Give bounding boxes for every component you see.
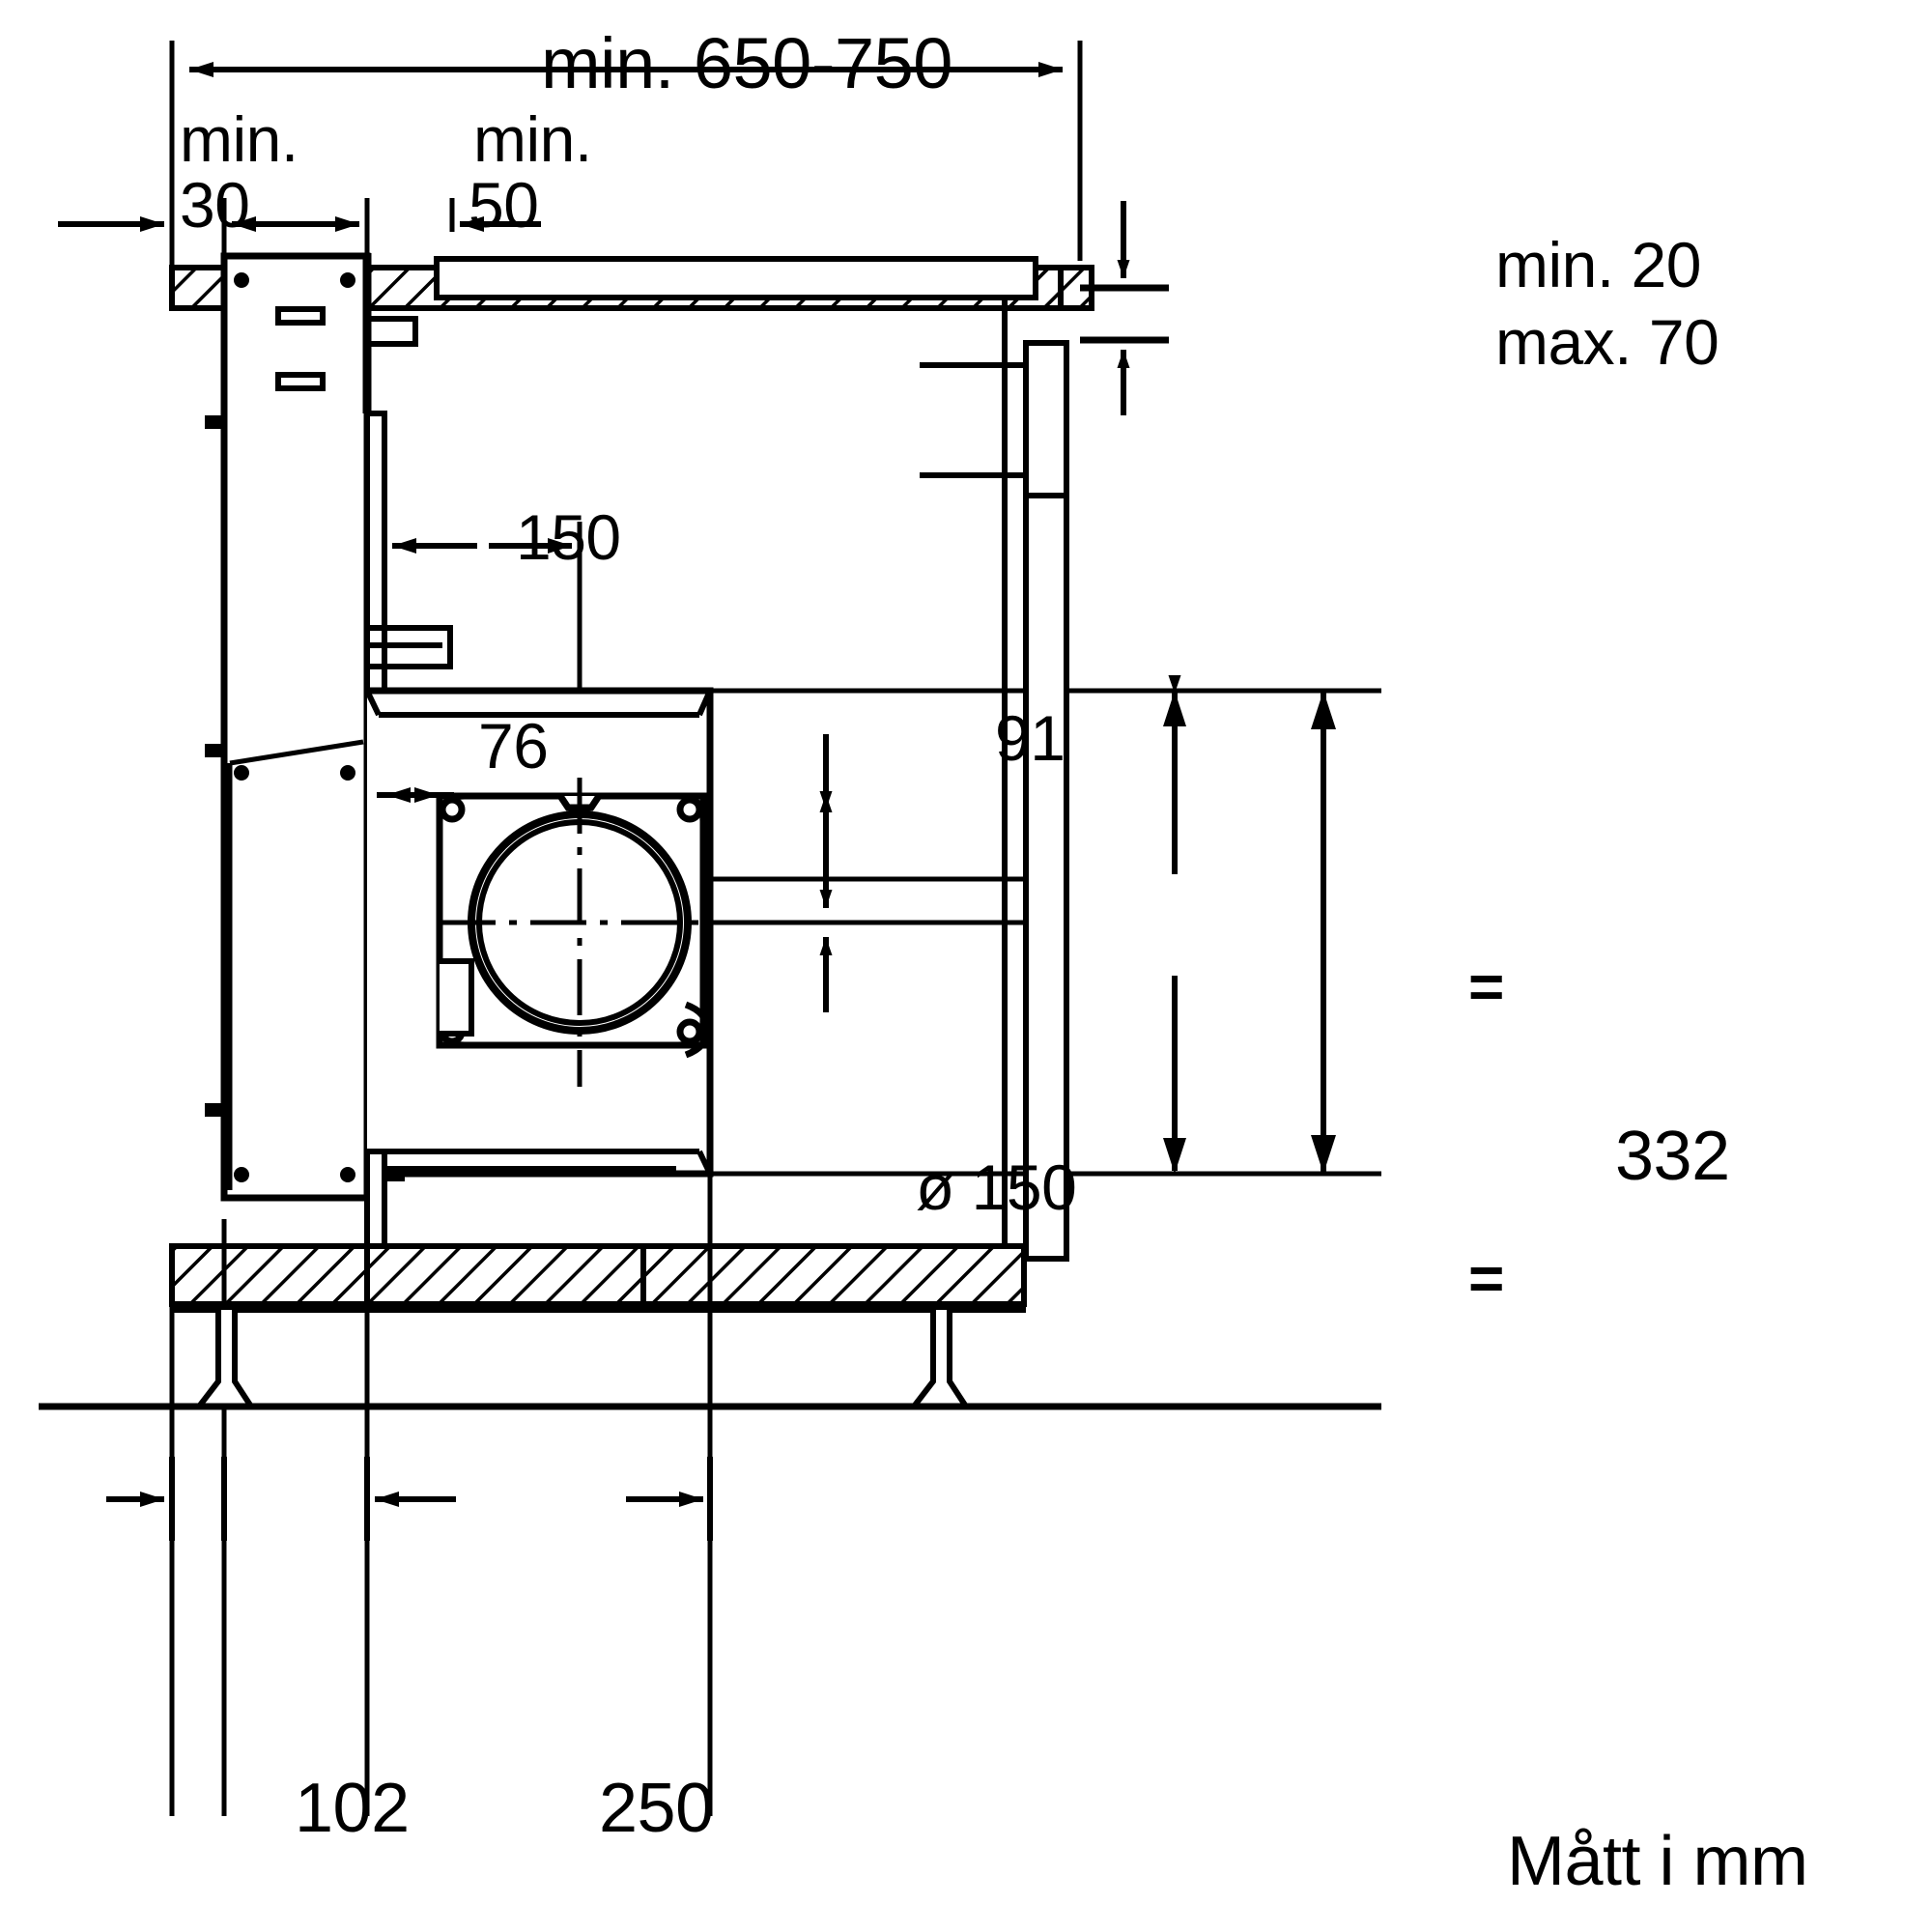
label-min-50-value: 50 xyxy=(469,169,539,241)
dimension-250 xyxy=(364,1457,713,1541)
dimension-ceiling-gap xyxy=(1080,201,1169,415)
label-332: 332 xyxy=(1615,1118,1730,1195)
label-duct-diameter: ø 150 xyxy=(916,1151,1077,1223)
hood-chimney-body xyxy=(205,252,371,1202)
label-76: 76 xyxy=(478,710,549,781)
hood-front-panel xyxy=(434,256,1038,300)
equal-marks-and-332 xyxy=(1163,675,1336,1174)
label-150: 150 xyxy=(516,501,621,573)
label-min-30-prefix: min. xyxy=(180,103,298,175)
dimension-102 xyxy=(106,1457,227,1541)
drawing-geometry xyxy=(39,41,1381,1816)
cabinet-plinth-legs xyxy=(39,1307,1381,1410)
duct-centre-lines xyxy=(440,778,723,1087)
label-top-span: min. 650-750 xyxy=(541,23,952,103)
hood-lower-duct xyxy=(364,1149,676,1249)
label-min-30-value: 30 xyxy=(180,169,250,241)
label-91: 91 xyxy=(995,702,1065,774)
label-ceiling-min-20: min. 20 xyxy=(1495,229,1701,300)
duct-inner-flap xyxy=(440,958,474,1037)
label-equal-bottom: = xyxy=(1468,1243,1504,1313)
base-worktop-slab xyxy=(169,1243,1027,1307)
label-ceiling-max-70: max. 70 xyxy=(1495,306,1719,378)
label-equal-top: = xyxy=(1468,952,1504,1021)
duct-stub xyxy=(367,625,453,669)
label-min-50-prefix: min. xyxy=(473,103,592,175)
hood-top-bracket xyxy=(364,316,418,347)
label-250: 250 xyxy=(599,1770,714,1847)
cabinet-side-panel xyxy=(920,340,1069,1262)
label-units-note: Mått i mm xyxy=(1507,1823,1808,1900)
label-102: 102 xyxy=(295,1770,410,1847)
